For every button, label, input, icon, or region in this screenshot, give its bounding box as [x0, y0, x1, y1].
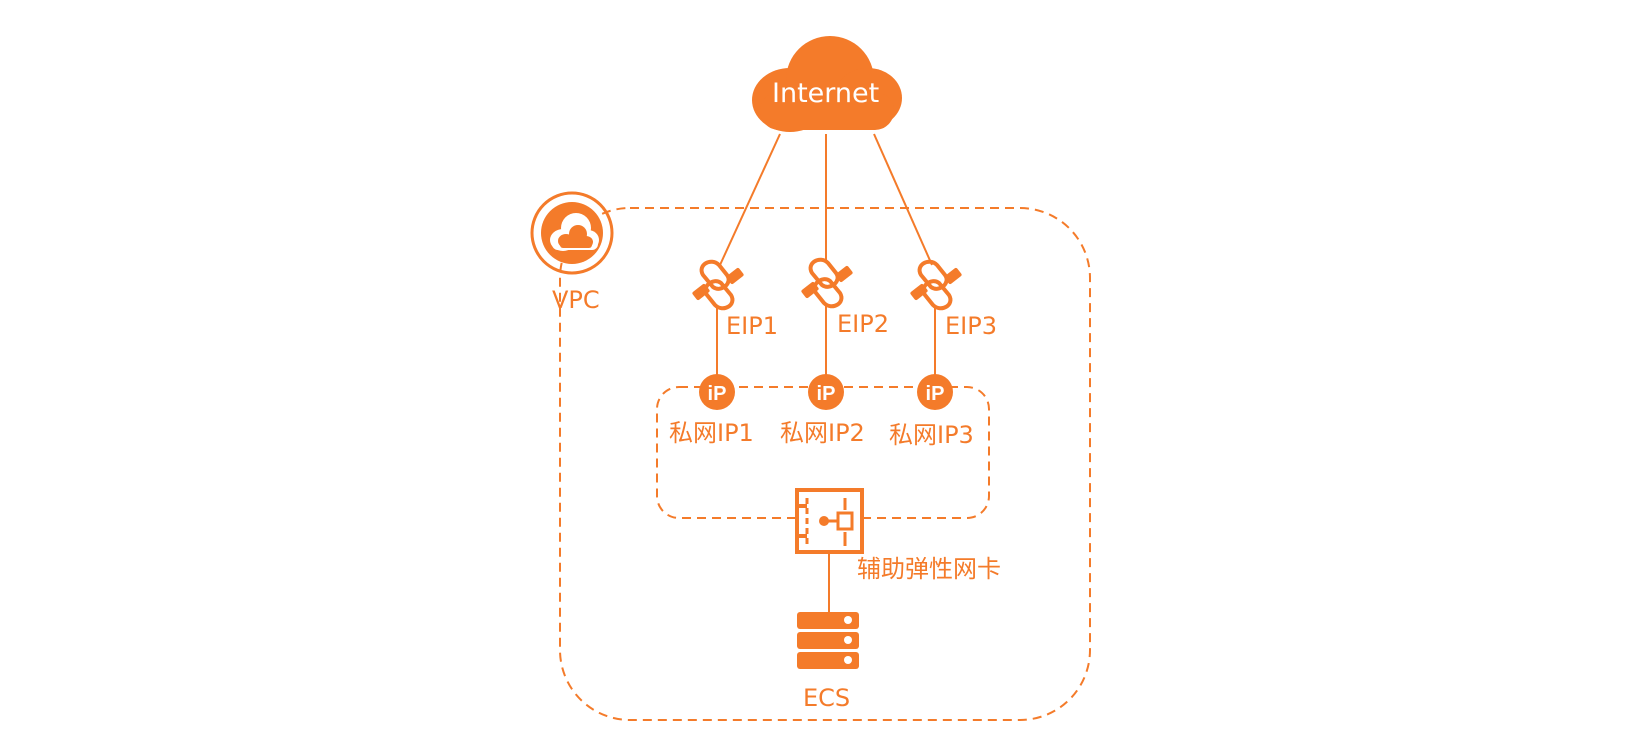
private-ip-badge-text-2: iP — [817, 383, 836, 405]
private-ip-badge-2: iP — [808, 374, 844, 410]
network-card-icon — [795, 488, 864, 554]
ecs-label: ECS — [803, 684, 851, 712]
vpc-cloud-icon — [530, 191, 614, 275]
eip-link-icon-2 — [801, 257, 853, 309]
eip-link-icon-1 — [692, 259, 744, 311]
connector-internet-eip3 — [873, 133, 933, 266]
private-ip-badge-3: iP — [917, 374, 953, 410]
eip3-label: EIP3 — [945, 312, 997, 340]
connector-internet-eip1 — [719, 133, 781, 266]
cloud-icon — [752, 36, 902, 132]
private-ip-badge-text-3: iP — [926, 383, 945, 405]
eni-label: 辅助弹性网卡 — [857, 555, 1001, 583]
internet-label: Internet — [772, 78, 880, 109]
server-icon — [797, 612, 859, 669]
eip-link-icon-3 — [910, 259, 962, 311]
vpc-label: VPC — [552, 286, 600, 314]
private-ip3-label: 私网IP3 — [889, 421, 974, 449]
private-ip2-label: 私网IP2 — [780, 419, 865, 447]
private-ip1-label: 私网IP1 — [669, 419, 754, 447]
private-ip-badge-1: iP — [699, 374, 735, 410]
eip2-label: EIP2 — [837, 310, 889, 338]
eip1-label: EIP1 — [726, 312, 778, 340]
private-ip-badge-text-1: iP — [708, 383, 727, 405]
